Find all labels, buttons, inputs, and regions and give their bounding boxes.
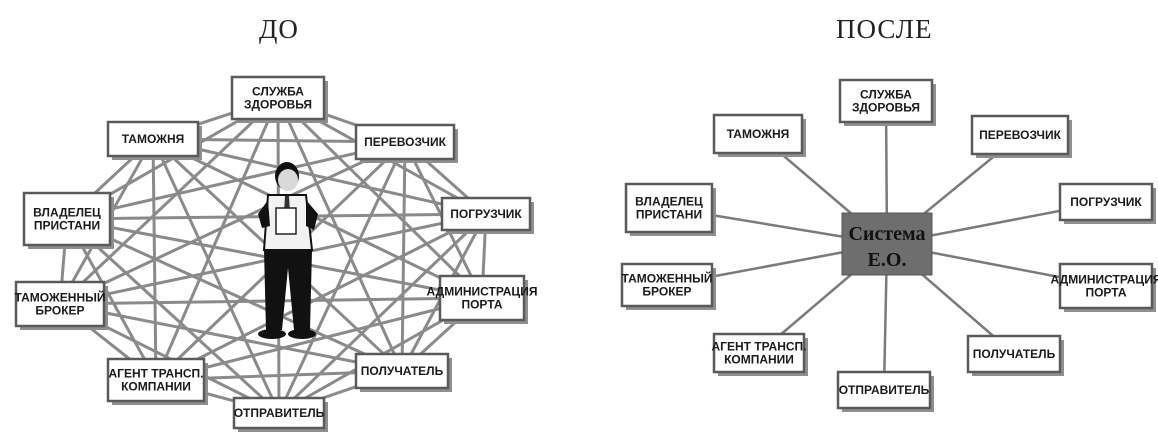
node-label-line: ПОГРУЗЧИК xyxy=(1070,195,1142,209)
node-label-line: АДМИНИСТРАЦИЯ xyxy=(427,285,538,299)
node-label-line: ЗДОРОВЬЯ xyxy=(244,98,312,112)
node-box xyxy=(232,396,326,430)
node-box xyxy=(836,370,932,410)
node-label-line: ПОРТА xyxy=(461,298,502,312)
node-box xyxy=(970,114,1070,156)
mesh-edge xyxy=(59,140,406,306)
node-box xyxy=(1058,262,1154,310)
node-box xyxy=(354,352,450,390)
node-box xyxy=(1058,182,1154,222)
mesh-edge xyxy=(66,140,406,221)
node-label-line: ВЛАДЕЛЕЦ xyxy=(635,195,703,209)
node-label-line: ПЕРЕВОЗЧИК xyxy=(364,135,446,149)
center-label-line-1: Система xyxy=(848,223,925,245)
node-loader-before: ПОГРУЗЧИК xyxy=(440,196,534,234)
node-box xyxy=(106,357,206,403)
node-carrier-before: ПЕРЕВОЗЧИК xyxy=(354,123,458,163)
node-box xyxy=(712,332,806,374)
node-customs-after: ТАМОЖНЯ xyxy=(712,113,806,157)
mesh-edge xyxy=(65,217,281,415)
node-label-line: БРОКЕР xyxy=(35,304,84,318)
node-label-line: ТАМОЖНЯ xyxy=(122,132,185,146)
node-label-line: СЛУЖБА xyxy=(860,88,912,102)
node-label-line: ТАМОЖЕННЫЙ xyxy=(15,290,106,305)
mesh-edge xyxy=(154,97,280,381)
node-label-line: ПОРТА xyxy=(1085,286,1126,300)
node-receiver-after: ПОЛУЧАТЕЛЬ xyxy=(966,334,1064,376)
mesh-edge xyxy=(277,212,488,415)
node-label-line: АГЕНТ ТРАНСП. xyxy=(108,367,203,381)
node-label-line: АГЕНТ ТРАНСП. xyxy=(711,340,806,354)
before-title: ДО xyxy=(259,14,299,44)
node-label-line: ПРИСТАНИ xyxy=(34,219,100,233)
node-box xyxy=(230,75,326,121)
node-label-line: ОТПРАВИТЕЛЬ xyxy=(234,406,325,420)
node-label-line: ПРИСТАНИ xyxy=(636,208,702,222)
node-box xyxy=(620,262,714,308)
node-box xyxy=(106,120,200,158)
node-label-line: ОТПРАВИТЕЛЬ xyxy=(839,383,930,397)
node-label-line: СЛУЖБА xyxy=(252,85,304,99)
node-label-line: КОМПАНИИ xyxy=(724,353,794,367)
center-system-box: Система Е.О. xyxy=(841,212,933,276)
node-box xyxy=(440,196,532,232)
node-box xyxy=(354,123,456,161)
mesh-edge xyxy=(155,212,487,382)
node-label-line: КОМПАНИИ xyxy=(121,380,191,394)
node-agent-before: АГЕНТ ТРАНСП.КОМПАНИИ xyxy=(106,357,208,405)
node-label-line: ПОЛУЧАТЕЛЬ xyxy=(973,347,1056,361)
node-box xyxy=(712,113,804,155)
node-label-line: ПОЛУЧАТЕЛЬ xyxy=(361,364,444,378)
node-label-line: ВЛАДЕЛЕЦ xyxy=(33,206,101,220)
node-label-line: ТАМОЖЕННЫЙ xyxy=(622,271,713,286)
node-box xyxy=(838,78,934,124)
node-label-line: ЗДОРОВЬЯ xyxy=(852,101,920,115)
node-sender-after: ОТПРАВИТЕЛЬ xyxy=(836,370,934,412)
mesh-edge xyxy=(59,302,403,373)
node-label-line: ПЕРЕВОЗЧИК xyxy=(979,128,1061,142)
mesh-edge xyxy=(277,141,407,414)
node-label-line: ПОГРУЗЧИК xyxy=(450,207,522,221)
mesh-edge xyxy=(155,296,483,382)
node-receiver-before: ПОЛУЧАТЕЛЬ xyxy=(354,352,452,392)
person-icon xyxy=(258,162,318,339)
center-label-line-2: Е.О. xyxy=(868,249,907,271)
node-carrier-after: ПЕРЕВОЗЧИК xyxy=(970,114,1072,158)
node-box xyxy=(624,182,714,234)
node-label-line: АДМИНИСТРАЦИЯ xyxy=(1051,273,1158,287)
after-title: ПОСЛЕ xyxy=(836,14,933,44)
node-box xyxy=(438,274,526,322)
mesh-edge xyxy=(151,138,281,414)
mesh-edge xyxy=(66,217,403,373)
node-agent-after: АГЕНТ ТРАНСП.КОМПАНИИ xyxy=(711,332,808,376)
node-label-line: ТАМОЖНЯ xyxy=(727,127,790,141)
node-label-line: БРОКЕР xyxy=(642,285,691,299)
mesh-edge xyxy=(276,97,404,372)
node-box xyxy=(966,334,1062,374)
node-sender-before: ОТПРАВИТЕЛЬ xyxy=(232,396,328,432)
node-loader-after: ПОГРУЗЧИК xyxy=(1058,182,1156,224)
node-box xyxy=(14,280,106,328)
node-customs-before: ТАМОЖНЯ xyxy=(106,120,202,160)
mesh-edge xyxy=(152,137,487,216)
node-box xyxy=(22,191,112,247)
